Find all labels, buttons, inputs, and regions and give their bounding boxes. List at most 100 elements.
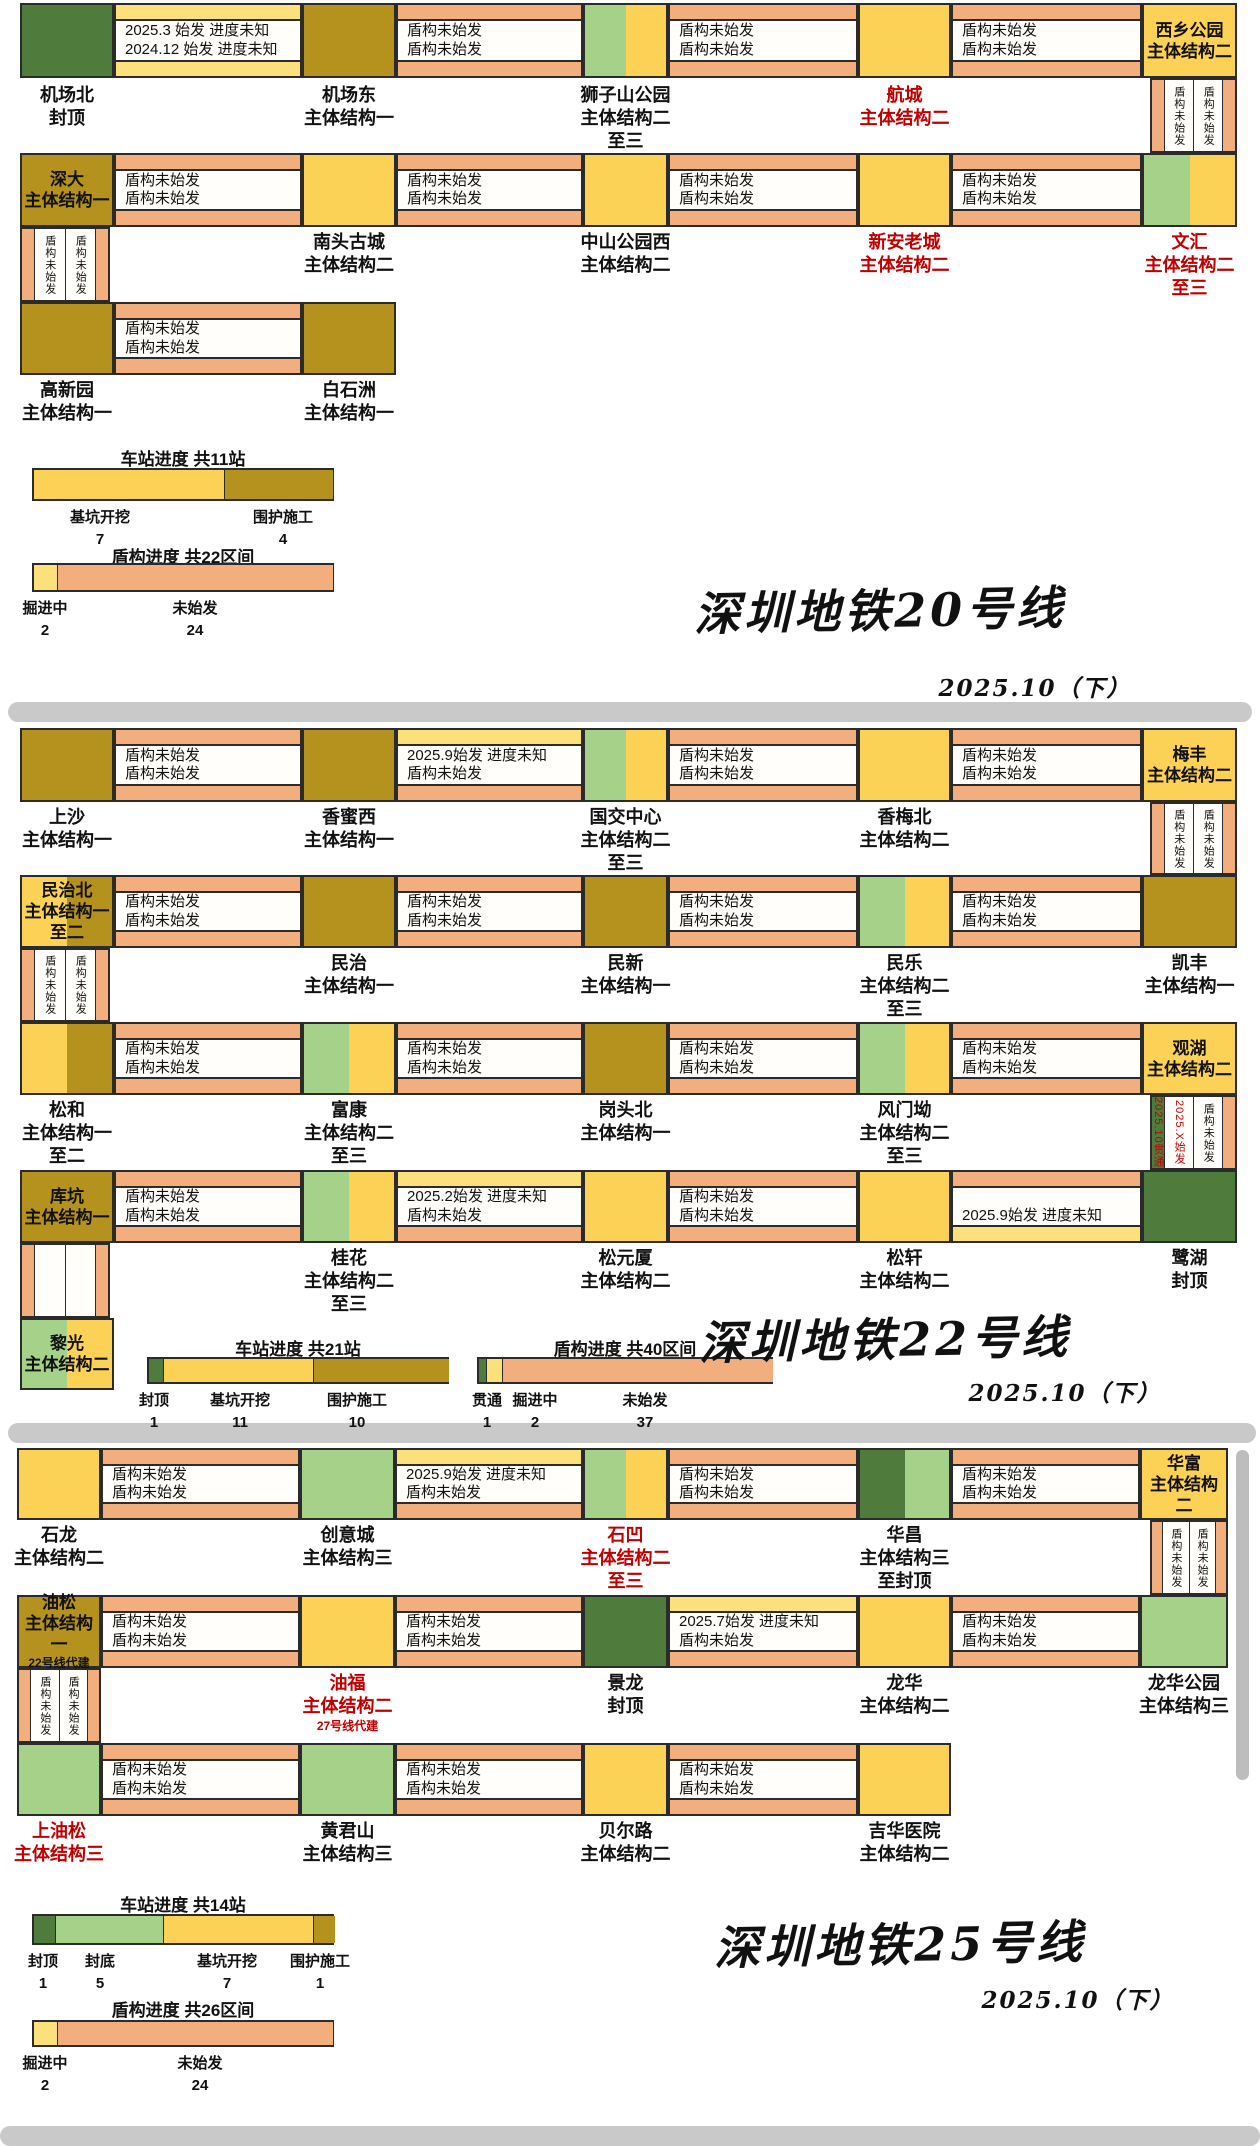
station-label-songyuanxia: 松元厦主体结构二 bbox=[516, 1247, 736, 1293]
tunnel-status-line: 盾构未始发 bbox=[962, 1484, 1038, 1501]
label-line: 民乐 bbox=[886, 953, 923, 973]
station-label-fukang: 富康主体结构二至三 bbox=[239, 1099, 459, 1168]
tunnel-status-vertical-text: 盾构未始发 bbox=[67, 1675, 80, 1736]
label-line: 白石洲 bbox=[322, 380, 376, 400]
tunnel-status-band-top bbox=[116, 1172, 300, 1186]
station-block-luhu bbox=[1142, 1170, 1237, 1243]
connector-column bbox=[22, 950, 35, 1020]
station-status-fill bbox=[22, 730, 112, 800]
tunnel-status-line: 盾构未始发 bbox=[962, 911, 1038, 929]
tunnel-status-line: 盾构未始发 bbox=[679, 1058, 755, 1076]
label-line: 民治北 bbox=[41, 881, 93, 900]
tunnel-segment: 盾构未始发盾构未始发 bbox=[395, 1595, 583, 1668]
tunnel-status-line: 2025.9始发 进度未知 bbox=[406, 1466, 547, 1483]
station-block-guihua bbox=[302, 1170, 396, 1243]
tunnel-status-band-bottom bbox=[397, 1800, 581, 1814]
legend-label-value: 11 bbox=[232, 1414, 248, 1431]
station-label-minle: 民乐主体结构二至三 bbox=[795, 952, 1015, 1021]
scrollbar-thumb[interactable] bbox=[1236, 1450, 1249, 1780]
tunnel-status-band-bottom bbox=[103, 1800, 298, 1814]
tunnel-status-band-top bbox=[670, 730, 856, 744]
station-status-fill bbox=[860, 5, 949, 76]
tunnel-status-line: 盾构未始发 bbox=[962, 1058, 1038, 1076]
tunnel-status-line: 2025.2始发 进度未知 bbox=[407, 1188, 548, 1206]
label-line: 西乡公园 bbox=[1155, 20, 1224, 40]
connector-column: 盾构未始发 bbox=[1193, 804, 1223, 873]
station-label-huangjunshan: 黄君山主体结构三 bbox=[238, 1820, 458, 1866]
station-status-fill bbox=[302, 1450, 393, 1518]
tunnel-status-line: 盾构未始发 bbox=[679, 171, 755, 189]
section-divider bbox=[8, 1423, 1256, 1443]
legend-chip-围护施工 bbox=[312, 1359, 449, 1382]
label-line: 南头古城 bbox=[313, 232, 385, 252]
tunnel-status-band-bottom bbox=[398, 211, 581, 225]
tunnel-segment: 盾构未始发盾构未始发 bbox=[668, 3, 858, 78]
tunnel-status-band-bottom bbox=[953, 932, 1140, 946]
station-label-meifeng: 梅丰主体结构二 bbox=[1144, 730, 1235, 800]
station-status-fill bbox=[304, 155, 394, 225]
connector-column bbox=[94, 1245, 108, 1316]
tunnel-segment-status: 盾构未始发盾构未始发 bbox=[953, 1464, 1138, 1504]
station-block-guojiaozhongxin bbox=[583, 728, 668, 802]
legend-chip-围护施工 bbox=[312, 1916, 335, 1943]
tunnel-status-band-top bbox=[953, 155, 1140, 169]
tunnel-status-band-bottom bbox=[670, 932, 856, 946]
tunnel-status-line: 盾构未始发 bbox=[679, 1466, 755, 1483]
tunnel-status-vertical-text: 盾构未始发 bbox=[43, 234, 56, 295]
legend-label-name: 基坑开挖 bbox=[69, 509, 130, 526]
station-block-wenhui bbox=[1142, 153, 1237, 227]
label-line: 主体结构二 bbox=[859, 1123, 950, 1143]
tunnel-status-line: 2025.9始发 进度未知 bbox=[962, 1206, 1103, 1224]
connector-column: 盾构未始发 bbox=[64, 229, 95, 300]
tunnel-segment-status: 盾构未始发盾构未始发 bbox=[670, 19, 856, 62]
tunnel-status-line: 盾构未始发 bbox=[679, 190, 755, 208]
tunnel-status-vertical-text: 2025.10贯通 bbox=[1152, 1097, 1164, 1168]
station-label-xiangmixi: 香蜜西主体结构一 bbox=[239, 806, 459, 852]
label-line: 油松 bbox=[42, 1593, 76, 1612]
station-label-hangcheng: 航城主体结构二 bbox=[795, 84, 1015, 130]
label-line: 上油松 bbox=[32, 1821, 86, 1841]
tunnel-status-band-bottom bbox=[953, 62, 1140, 76]
legend-title: 盾构进度 共26区间 bbox=[111, 2001, 255, 2020]
label-line: 民治 bbox=[331, 953, 367, 973]
station-label-xinanlaocheng: 新安老城主体结构二 bbox=[795, 231, 1015, 277]
connector-column: 盾构未始发 bbox=[1163, 80, 1193, 151]
tunnel-status-band-bottom bbox=[670, 1652, 856, 1666]
station-status-fill bbox=[860, 730, 949, 800]
station-status-fill bbox=[1144, 1172, 1235, 1241]
station-label-songxuan: 松轩主体结构二 bbox=[795, 1247, 1015, 1293]
station-block-minle bbox=[858, 875, 951, 948]
label-line: 民新 bbox=[607, 953, 644, 973]
section-divider bbox=[8, 702, 1252, 722]
station-status-fill bbox=[625, 730, 666, 800]
legend-label-name: 掘进中 bbox=[512, 1392, 558, 1409]
tunnel-status-line: 盾构未始发 bbox=[407, 41, 483, 58]
tunnel-status-line: 盾构未始发 bbox=[112, 1761, 188, 1779]
legend-title: 盾构进度 共22区间 bbox=[111, 548, 255, 567]
station-block-longhuagongyuan bbox=[1140, 1595, 1228, 1668]
section-divider bbox=[0, 2126, 1260, 2146]
station-status-fill bbox=[1189, 155, 1235, 225]
tunnel-status-band-top bbox=[670, 5, 856, 19]
tunnel-segment: 盾构未始发盾构未始发 bbox=[114, 728, 302, 802]
label-line: 主体结构二 bbox=[304, 1271, 394, 1291]
tunnel-status-band-bottom bbox=[398, 62, 581, 76]
connector-column: 盾构未始发 bbox=[64, 950, 95, 1020]
station-status-fill bbox=[19, 1597, 99, 1666]
tunnel-segment: 盾构未始发盾构未始发 bbox=[395, 1743, 583, 1816]
station-status-fill bbox=[22, 1320, 67, 1388]
tunnel-segment: 盾构未始发盾构未始发 bbox=[668, 1022, 858, 1095]
interstation-connector: 盾构未始发盾构未始发 bbox=[1150, 802, 1237, 875]
tunnel-segment-status: 盾构未始发盾构未始发 bbox=[953, 891, 1140, 932]
station-label-guanhu: 观湖主体结构二 bbox=[1144, 1024, 1235, 1093]
tunnel-segment: 盾构未始发盾构未始发 bbox=[951, 1022, 1142, 1095]
report-date-line25: 2025.10（下） bbox=[981, 1987, 1175, 2014]
label-line: 库坑 bbox=[50, 1186, 84, 1206]
tunnel-status-band-top bbox=[953, 5, 1140, 19]
legend-label-value: 1 bbox=[482, 1414, 492, 1431]
tunnel-status-band-top bbox=[103, 1745, 298, 1759]
legend-label-name: 未始发 bbox=[172, 600, 218, 617]
